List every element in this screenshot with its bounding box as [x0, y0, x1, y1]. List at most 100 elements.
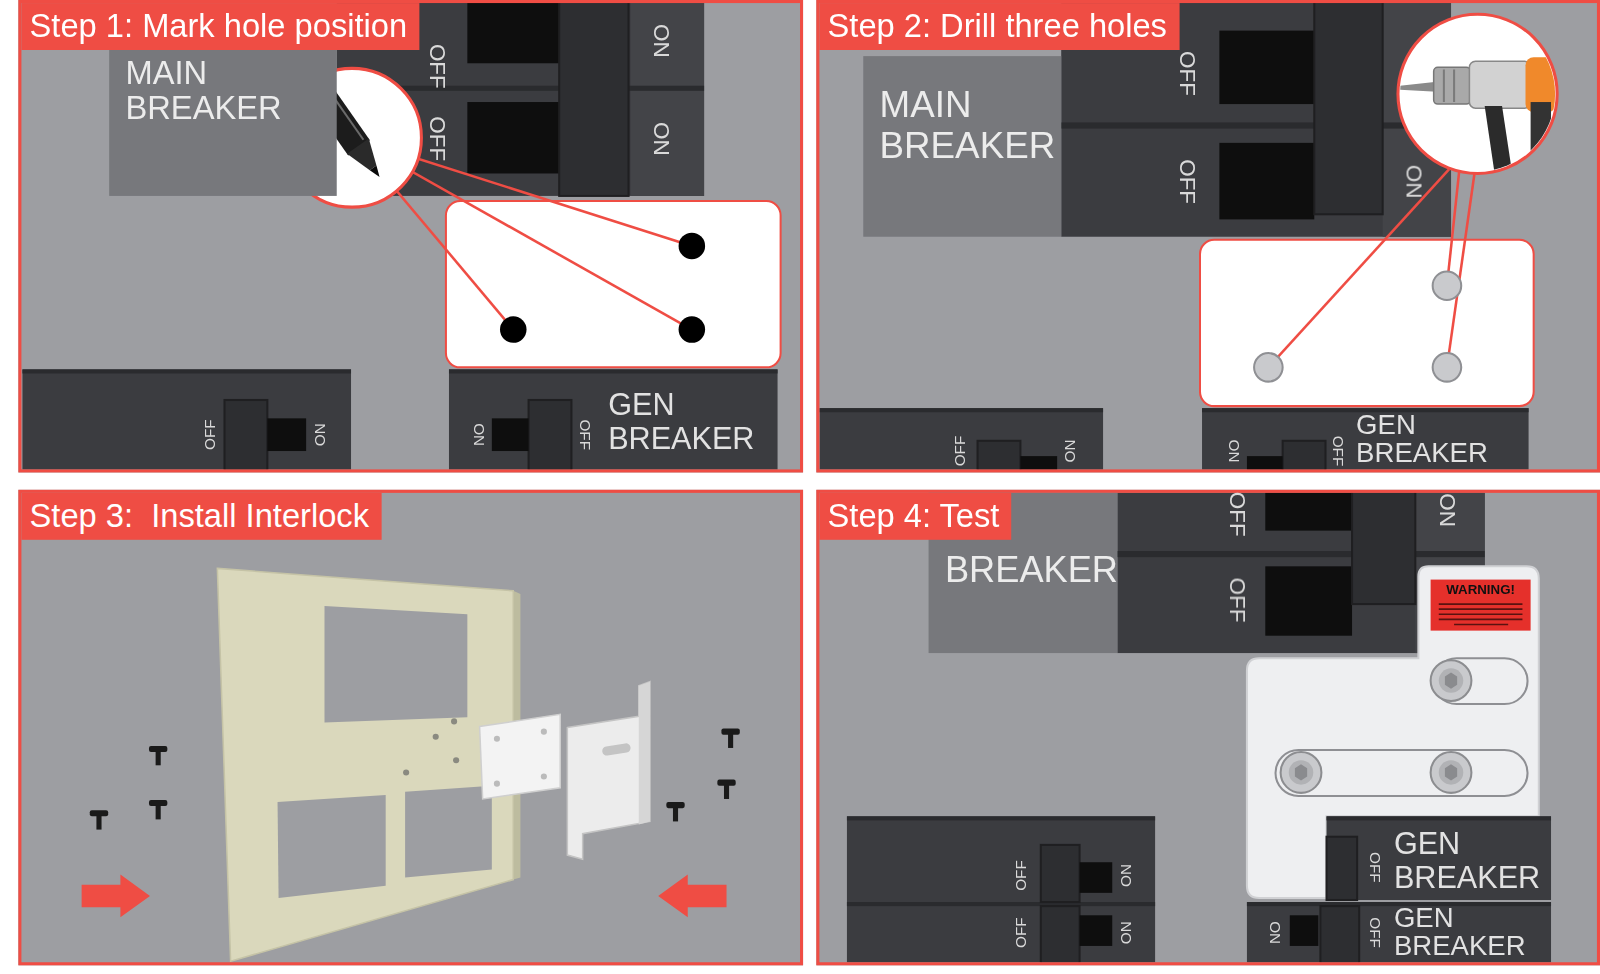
main-breaker-body — [1265, 493, 1352, 531]
gen-breaker-body — [1247, 816, 1551, 962]
screw — [149, 746, 167, 765]
gen-breaker-body — [1247, 902, 1551, 962]
interlock-plate — [1439, 613, 1523, 615]
gen-breaker-body — [1320, 906, 1359, 962]
dead-front-cover — [405, 786, 492, 878]
interlock-slide — [602, 743, 632, 757]
hole-mark — [500, 316, 527, 343]
hole-mark — [500, 233, 705, 343]
screw — [90, 729, 740, 830]
hole-mark — [679, 233, 706, 260]
dead-front-cover — [433, 734, 439, 740]
interlock-plate — [1439, 619, 1523, 621]
screw-head — [1439, 760, 1463, 784]
breaker-label: MAIN BREAKER — [863, 56, 1061, 237]
switch-label: OFF — [1331, 436, 1346, 467]
leader-line — [1447, 173, 1475, 367]
main-breaker-body — [1314, 3, 1382, 214]
gen-breaker-body — [449, 369, 778, 469]
screw — [721, 729, 739, 748]
branch-breaker — [819, 408, 1103, 412]
marker-pen — [335, 100, 363, 140]
switch-label: OFF — [1176, 51, 1198, 96]
dead-front-cover — [403, 769, 409, 775]
branch-breaker — [267, 418, 306, 451]
switch-label: OFF — [1368, 917, 1383, 948]
dead-front-cover — [451, 718, 457, 724]
screw — [149, 800, 167, 819]
direction-arrow — [82, 874, 727, 917]
backing-plate — [480, 714, 561, 799]
screw-head — [1445, 672, 1457, 688]
branch-breaker — [22, 369, 351, 373]
screw-head — [1289, 760, 1313, 784]
panel-ground — [18, 0, 803, 472]
drill-icon — [1400, 57, 1556, 175]
step-title: Step 4: Test — [828, 496, 1000, 535]
screw-head — [1281, 752, 1322, 793]
main-breaker-body — [467, 102, 561, 173]
screw — [90, 810, 108, 829]
screw-head — [1281, 660, 1472, 793]
breaker-name: MAIN BREAKER — [880, 85, 1058, 166]
gen-breaker-body — [529, 400, 572, 469]
leader-line — [1268, 169, 1474, 367]
breaker-name: GEN BREAKER — [1394, 827, 1551, 894]
interlock-plate — [1439, 604, 1523, 624]
leader-line — [352, 138, 513, 330]
template-sheet — [1200, 240, 1534, 406]
branch-breaker — [1041, 845, 1080, 902]
backing-plate — [494, 736, 500, 742]
warning-text: WARNING! — [1431, 583, 1531, 598]
screw — [96, 815, 101, 829]
breaker-name: GEN BREAKER — [1356, 411, 1525, 467]
screw — [156, 751, 161, 765]
main-breaker-body — [1219, 31, 1314, 104]
step-tab: Step 2: Drill three holes — [819, 3, 1179, 50]
warning-sticker: WARNING! — [1431, 580, 1531, 631]
screw — [666, 802, 684, 821]
gen-breaker-body — [1202, 408, 1529, 469]
backing-plate — [480, 714, 561, 799]
panel-ground — [18, 490, 803, 966]
direction-arrow — [82, 874, 150, 917]
backing-plate — [494, 781, 500, 787]
drilled-hole — [1254, 271, 1461, 381]
leader-line — [1447, 171, 1459, 285]
main-breaker-body — [1219, 143, 1314, 220]
interlock-plate — [1431, 580, 1531, 631]
switch-label: OFF — [202, 419, 217, 450]
step3-illustration — [82, 568, 740, 961]
template-sheet — [1200, 240, 1534, 406]
branch-breaker — [1080, 915, 1113, 946]
breaker-name: GEN BREAKER — [1394, 905, 1551, 961]
magnifier — [1398, 14, 1557, 175]
branch-breaker — [847, 816, 1155, 962]
switch-label: OFF — [426, 44, 448, 89]
drilled-hole — [1433, 271, 1462, 300]
screw — [717, 780, 735, 799]
backing-plate — [541, 729, 547, 735]
breaker-name: GEN BREAKER — [608, 388, 773, 455]
step-panel: Step 3: Install Interlock — [18, 490, 803, 966]
switch-label: ON — [650, 122, 672, 156]
hole-mark — [679, 316, 706, 343]
main-breaker-body — [1265, 566, 1352, 635]
branch-breaker — [22, 369, 351, 469]
branch-breaker — [978, 441, 1021, 470]
interlock-plate — [1439, 603, 1523, 605]
branch-breaker — [1080, 862, 1113, 893]
switch-label: ON — [312, 423, 327, 446]
interlock-slide — [567, 682, 650, 860]
breaker-label: GEN BREAKER — [604, 380, 773, 464]
switch-label: OFF — [1368, 852, 1383, 883]
backing-plate — [541, 773, 547, 779]
breaker-label: GEN BREAKER — [1352, 409, 1525, 469]
branch-breaker — [819, 408, 1103, 469]
drill-icon — [1469, 61, 1530, 108]
panel-ground — [816, 0, 1600, 472]
magnifier — [1398, 14, 1557, 173]
screw-head — [1431, 752, 1472, 793]
